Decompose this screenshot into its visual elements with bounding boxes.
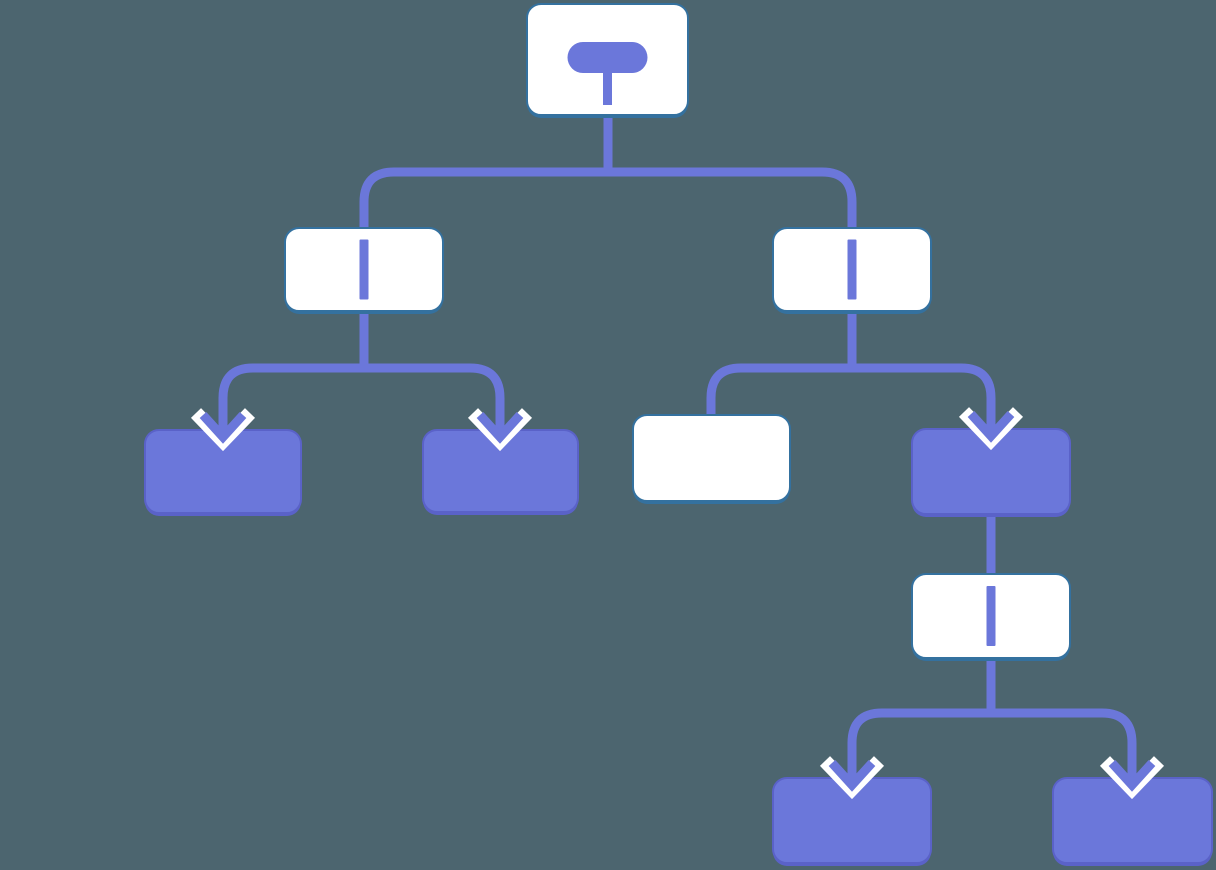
- node-branch-sub[interactable]: [911, 573, 1071, 661]
- node-body: [632, 414, 791, 502]
- root-icon: [567, 42, 648, 105]
- divider-bar-icon: [986, 586, 996, 646]
- root-pill: [567, 42, 648, 73]
- arrow-down-icon: [1108, 759, 1156, 792]
- arrow-down-icon: [828, 759, 876, 792]
- divider-bar-icon: [847, 239, 857, 300]
- node-branch-left[interactable]: [284, 227, 444, 314]
- connector-root-split: [359, 167, 857, 228]
- node-leaf-3[interactable]: [911, 428, 1071, 517]
- arrow-down-icon: [476, 411, 524, 444]
- arrow-head-layer: [199, 410, 1156, 792]
- node-leaf-4[interactable]: [772, 777, 932, 866]
- node-branch-right[interactable]: [772, 227, 932, 314]
- divider-bar-icon: [359, 239, 369, 300]
- node-layer: [144, 3, 1213, 866]
- node-leaf-1[interactable]: [144, 429, 302, 516]
- connector-layer: [218, 115, 1137, 785]
- node-root[interactable]: [526, 3, 689, 118]
- connector-left-split: [218, 363, 505, 437]
- connector-right-split: [706, 363, 996, 436]
- node-leaf-2[interactable]: [422, 429, 579, 515]
- connector-bottom-split: [847, 708, 1137, 785]
- root-stem: [603, 73, 612, 105]
- arrow-down-icon: [199, 411, 247, 444]
- node-leaf-5[interactable]: [1052, 777, 1213, 866]
- arrow-down-icon: [967, 410, 1015, 443]
- node-node-mid[interactable]: [632, 414, 791, 504]
